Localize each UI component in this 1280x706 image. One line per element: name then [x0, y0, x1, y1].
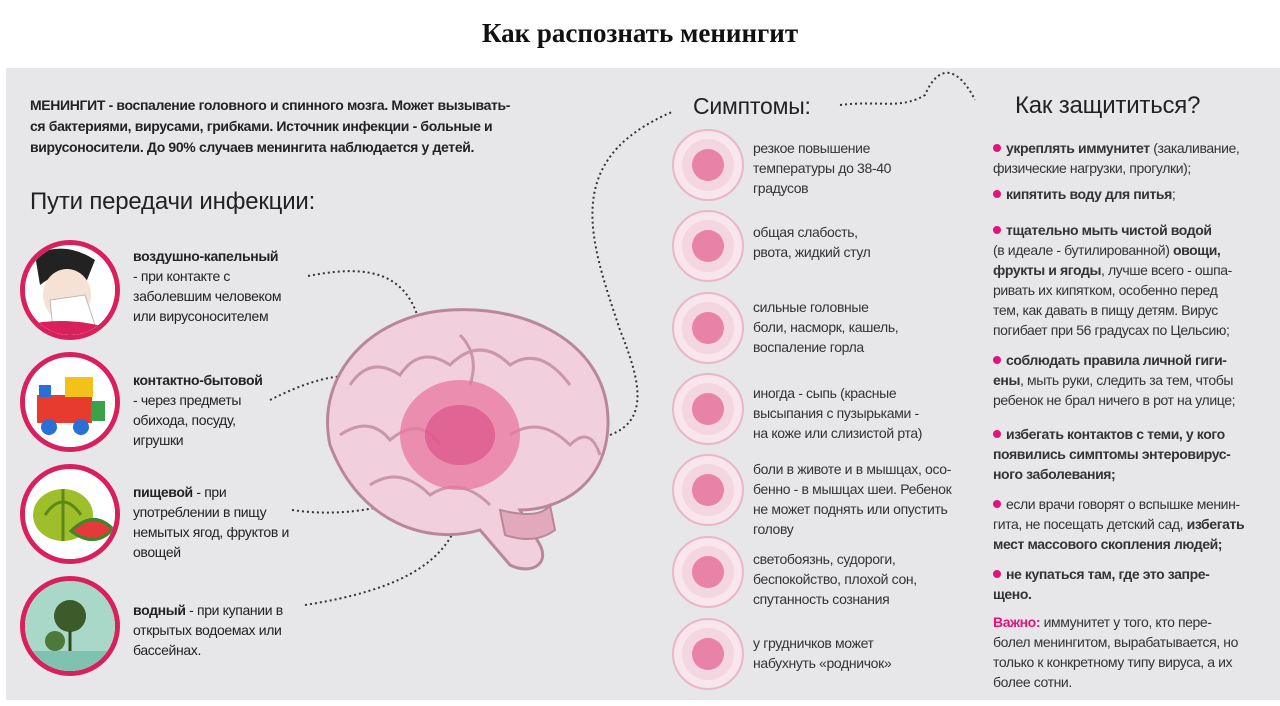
protection-text: если врачи говорят о вспышке менин- гита…	[993, 496, 1240, 532]
arrow-to-symptoms	[591, 111, 673, 436]
symptom-text: боли в животе и в мышцах, осо- бенно - в…	[753, 461, 952, 537]
transmission-item: контактно-бытовой - через предметы обихо…	[133, 370, 263, 450]
symptom-text: общая слабость, рвота, жидкий стул	[753, 224, 871, 260]
transmission-item: водный - при купании в открытых водоемах…	[133, 600, 283, 660]
transmission-name: воздушно-капельный	[133, 248, 279, 264]
bullet-dot-icon	[993, 500, 1001, 508]
important-label: Важно:	[993, 614, 1041, 630]
pumpkin-watermelon-icon	[20, 464, 120, 564]
protection-text: (в идеале - бутилированной)	[993, 242, 1170, 258]
protection-item: избегать контактов с теми, у кого появил…	[993, 424, 1275, 484]
page-title: Как распознать менингит	[481, 18, 799, 48]
transmission-item: пищевой - при употреблении в пищу немыты…	[133, 482, 289, 562]
symptom-marker-icon	[672, 618, 744, 690]
protection-text: (закаливание, физические нагрузки, прогу…	[993, 140, 1240, 176]
protection-bold-text: овощи, фрукты и ягоды	[993, 242, 1221, 278]
protection-item: укреплять иммунитет (закаливание, физиче…	[993, 138, 1275, 178]
brain-illustration	[326, 308, 610, 571]
transmission-name: водный	[133, 602, 186, 618]
bullet-dot-icon	[993, 226, 1001, 234]
protection-item: если врачи говорят о вспышке менин- гита…	[993, 494, 1275, 554]
symptom-text: резкое повышение температуры до 38-40 гр…	[753, 140, 892, 196]
protection-bold-text: тщательно мыть чистой водой	[1006, 222, 1212, 238]
transmission-name: контактно-бытовой	[133, 372, 263, 388]
symptom-marker-icon	[672, 210, 744, 282]
infographic-panel	[6, 68, 1280, 700]
protection-item: соблюдать правила личной гиги- ены, мыть…	[993, 350, 1275, 410]
transmission-desc: - при купании в открытых водоемах или ба…	[133, 602, 283, 658]
protection-bold-text: кипятить воду для питья	[1006, 186, 1172, 202]
arrow-to-protection	[839, 72, 976, 106]
symptom-marker-icon	[672, 129, 744, 201]
symptom-marker-icon	[672, 536, 744, 608]
bullet-dot-icon	[993, 430, 1001, 438]
protection-bold-text: избегать мест массового скопления людей;	[993, 516, 1245, 552]
transmission-item: воздушно-капельный - при контакте с забо…	[133, 246, 282, 326]
protection-item: не купаться там, где это запре- щено.	[993, 564, 1275, 604]
intro-text: МЕНИНГИТ - воспаление головного и спинно…	[30, 97, 511, 155]
protection-bold-text: соблюдать правила личной гиги- ены	[993, 352, 1227, 388]
protection-item: кипятить воду для питья;	[993, 184, 1275, 204]
bullet-dot-icon	[993, 190, 1001, 198]
symptom-text: светобоязнь, судороги, беспокойство, пло…	[753, 551, 917, 607]
protection-bold-text: избегать контактов с теми, у кого появил…	[993, 426, 1231, 482]
transmission-heading: Пути передачи инфекции:	[30, 188, 316, 215]
protection-bold-text: укреплять иммунитет	[1006, 140, 1150, 156]
protection-item: тщательно мыть чистой водой (в идеале - …	[993, 220, 1275, 340]
symptom-text: у грудничков может набухнуть «родничок»	[753, 635, 892, 671]
toy-train-icon	[20, 352, 120, 452]
protection-text: , мыть руки, следить за тем, чтобы ребен…	[993, 372, 1236, 408]
sneezing-person-icon	[20, 240, 120, 340]
bullet-dot-icon	[993, 570, 1001, 578]
symptom-text: сильные головные боли, насморк, кашель, …	[753, 299, 899, 355]
bullet-dot-icon	[993, 356, 1001, 364]
protection-heading: Как защититься?	[1015, 92, 1201, 119]
transmission-name: пищевой	[133, 484, 193, 500]
symptoms-heading: Симптомы:	[693, 93, 811, 119]
symptom-marker-icon	[672, 454, 744, 526]
important-note: Важно: иммунитет у того, кто пере- болел…	[993, 612, 1275, 692]
bullet-dot-icon	[993, 144, 1001, 152]
transmission-desc: - через предметы обихода, посуду, игрушк…	[133, 392, 242, 448]
protection-text: , лучше всего - ошпа- ривать их кипятком…	[993, 262, 1232, 338]
pond-icon	[20, 576, 120, 676]
symptom-marker-icon	[672, 292, 744, 364]
symptom-marker-icon	[672, 373, 744, 445]
transmission-desc: - при контакте с заболевшим человеком ил…	[133, 268, 282, 324]
protection-text: ;	[1171, 186, 1176, 202]
protection-bold-text: не купаться там, где это запре- щено.	[993, 566, 1210, 602]
transmission-desc: - при употреблении в пищу немытых ягод, …	[133, 484, 289, 560]
important-text: иммунитет у того, кто пере- болел менинг…	[993, 614, 1238, 690]
symptom-text: иногда - сыпь (красные высыпания с пузыр…	[753, 385, 923, 441]
